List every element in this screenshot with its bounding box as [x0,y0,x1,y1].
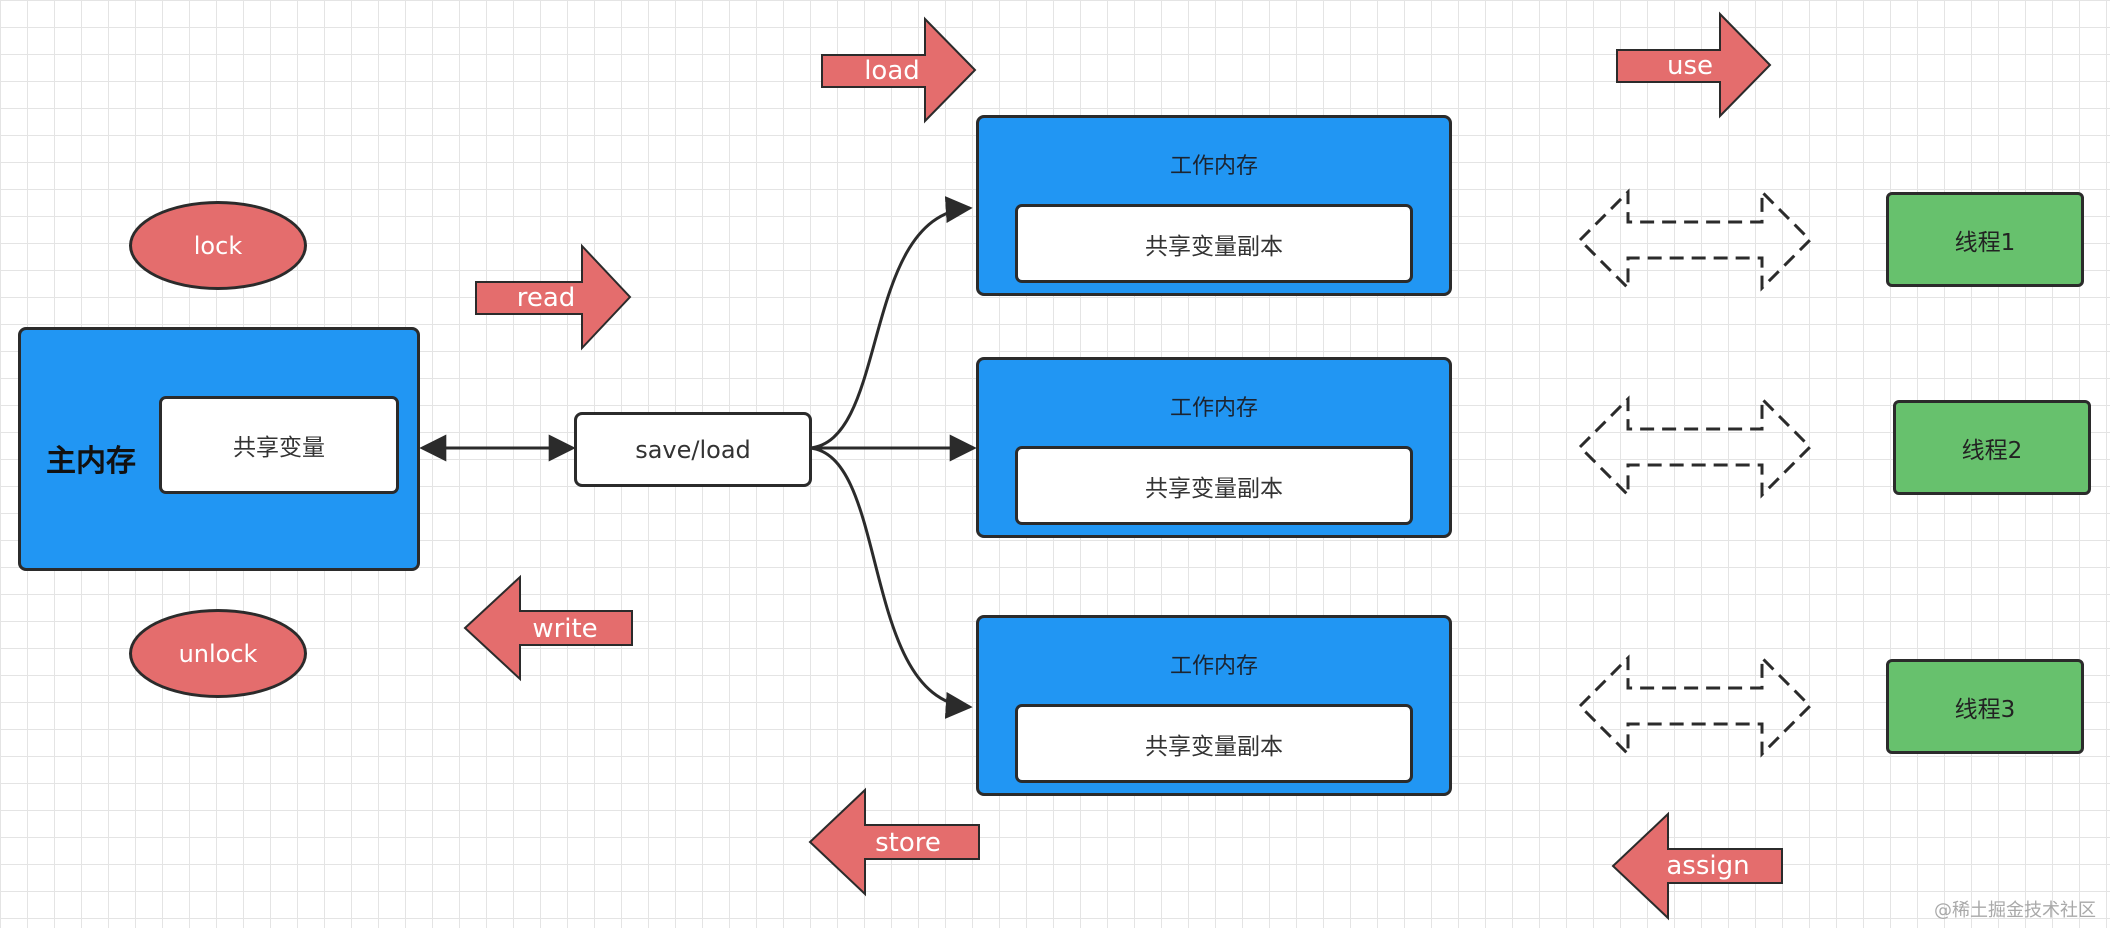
thread-3: 线程3 [1886,659,2084,754]
use-arrow-label: use [1666,51,1714,81]
thread-1: 线程1 [1886,192,2084,287]
working-memory-2: 工作内存 共享变量副本 [976,357,1452,538]
thread-2: 线程2 [1893,400,2091,495]
hub-to-wm3-connector [809,446,973,719]
save-load-node: save/load [574,412,812,487]
watermark: @稀土掘金技术社区 [1934,900,2096,921]
lock-node: lock [129,201,307,290]
working-memory-3: 工作内存 共享变量副本 [976,615,1452,796]
shared-variable-copy: 共享变量副本 [1015,446,1413,525]
write-arrow-shape [463,574,633,682]
assign-arrow-shape [1611,811,1783,921]
working-memory-title: 工作内存 [1169,396,1258,421]
working-memory-1: 工作内存 共享变量副本 [976,115,1452,296]
shared-variable-copy: 共享变量副本 [1015,704,1413,783]
store-arrow-label: store [875,828,941,858]
hub-to-wm1-connector [809,196,973,450]
load-arrow-label: load [864,56,920,86]
store-arrow-shape [808,787,980,897]
use-arrow-shape [1616,11,1772,119]
double-arrow-thread1 [1577,188,1813,292]
working-memory-title: 工作内存 [1169,154,1258,179]
write-arrow-label: write [532,614,598,644]
main-memory-title: 主内存 [46,444,136,479]
double-arrow-thread2 [1577,395,1813,499]
double-arrow-thread3 [1577,654,1813,758]
read-arrow-label: read [516,283,576,313]
assign-arrow-label: assign [1666,851,1750,881]
unlock-node: unlock [129,609,307,698]
shared-variable-copy: 共享变量副本 [1015,204,1413,283]
main-memory-box: 主内存 共享变量 [18,327,420,571]
read-arrow-shape [475,243,632,351]
load-arrow-shape [821,16,977,124]
working-memory-title: 工作内存 [1169,654,1258,679]
shared-variable-box: 共享变量 [159,396,399,494]
